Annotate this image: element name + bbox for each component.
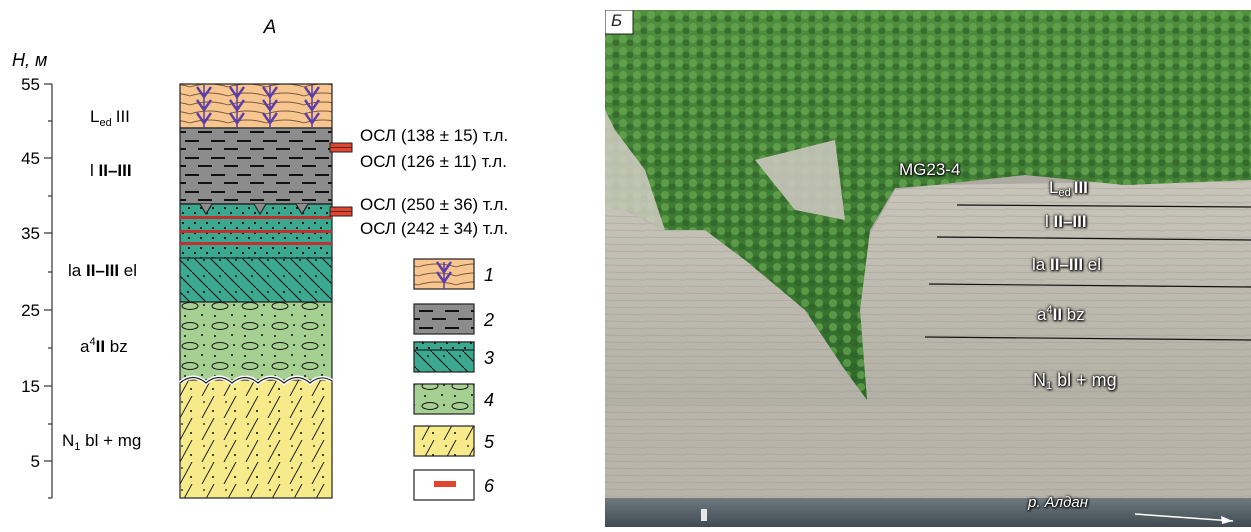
unit-boundaries (924, 204, 1251, 341)
unit-label-a4-bz: a4II bz (80, 336, 128, 356)
legend-swatch-4 (413, 383, 475, 415)
red-bed (180, 242, 332, 245)
osl-date: ОСЛ (250 ± 36) т.л. (360, 195, 508, 214)
photo-unit-a4-bz: a4II bz (1037, 304, 1085, 324)
depth-axis (44, 83, 53, 499)
photo-unit-neogene: N1 bl + mg (1033, 370, 1117, 392)
legend-label: 2 (483, 310, 494, 330)
tick-label: 5 (31, 452, 40, 471)
tick-label: 35 (21, 224, 40, 243)
strat-column (178, 83, 334, 499)
osl-date: ОСЛ (126 ± 11) т.л. (360, 152, 507, 171)
tick-label: 45 (21, 149, 40, 168)
osl-date: ОСЛ (138 ± 15) т.л. (360, 126, 508, 145)
unit-label-la-el: la II–III el (68, 261, 137, 280)
layer-sand (179, 379, 333, 499)
legend-label: 6 (484, 476, 495, 496)
tick-label: 15 (21, 377, 40, 396)
layer-gravel (179, 301, 333, 381)
legend-label: 3 (484, 348, 494, 368)
legend-label: 4 (484, 390, 494, 410)
legend-label: 1 (484, 265, 494, 285)
legend (413, 258, 475, 501)
red-bed (180, 230, 332, 233)
osl-date: ОСЛ (242 ± 34) т.л. (360, 219, 508, 238)
ice-wedge-symbols (195, 85, 321, 128)
legend-label: 5 (484, 432, 495, 452)
legend-swatch-5 (413, 425, 475, 457)
red-bed (180, 216, 332, 219)
river (605, 498, 1251, 527)
layer-teal-hatch (179, 257, 333, 303)
river-label: р. Алдан (1028, 494, 1089, 511)
site-label: MG23-4 (899, 160, 961, 179)
photo-unit-la-el: la II–III el (1032, 255, 1102, 274)
panel-a-title: А (263, 17, 277, 38)
tick-label: 25 (21, 301, 40, 320)
unit-label-lacustrine: l II–III (90, 161, 132, 180)
boat (701, 509, 707, 521)
axis-label-h: H, м (12, 50, 47, 70)
unit-label-neogene: N1 bl + mg (62, 431, 141, 453)
tick-label: 55 (21, 75, 40, 94)
photo-unit-lacustrine: l II–III (1045, 212, 1087, 231)
panel-b-title: Б (611, 11, 623, 30)
legend-swatch-2 (413, 303, 475, 335)
layer-silt (179, 127, 333, 205)
